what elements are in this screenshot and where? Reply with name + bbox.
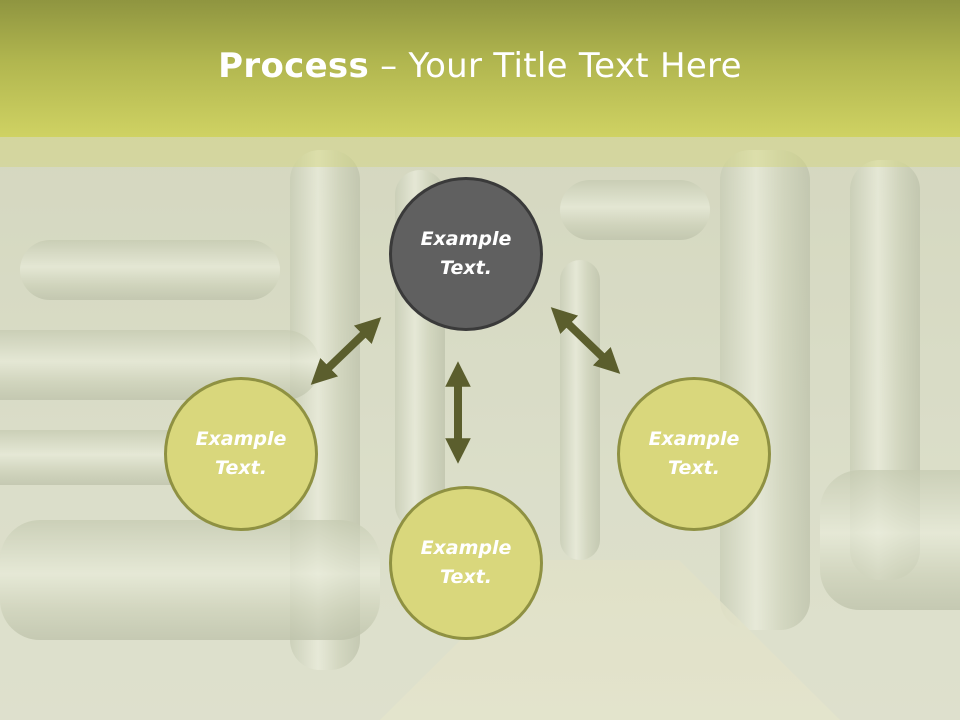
- process-node-right: Example Text.: [617, 377, 771, 531]
- title-bar: Process – Your Title Text Here: [0, 0, 960, 137]
- slide-title: Process – Your Title Text Here: [218, 46, 742, 86]
- node-bottom-label: Example Text.: [406, 534, 526, 592]
- node-left-line1: Example: [195, 428, 287, 450]
- process-node-left: Example Text.: [164, 377, 318, 531]
- node-bottom-line2: Text.: [440, 566, 492, 588]
- title-bold: Process: [218, 45, 370, 86]
- node-right-line2: Text.: [668, 457, 720, 479]
- node-top-line2: Text.: [440, 257, 492, 279]
- node-left-label: Example Text.: [181, 425, 301, 483]
- node-top-label: Example Text.: [406, 225, 526, 283]
- title-rest: – Your Title Text Here: [369, 45, 742, 86]
- node-right-line1: Example: [648, 428, 740, 450]
- node-right-label: Example Text.: [634, 425, 754, 483]
- node-bottom-line1: Example: [420, 537, 512, 559]
- header-strip: [0, 137, 960, 167]
- process-node-bottom: Example Text.: [389, 486, 543, 640]
- process-node-top: Example Text.: [389, 177, 543, 331]
- node-left-line2: Text.: [215, 457, 267, 479]
- node-top-line1: Example: [420, 228, 512, 250]
